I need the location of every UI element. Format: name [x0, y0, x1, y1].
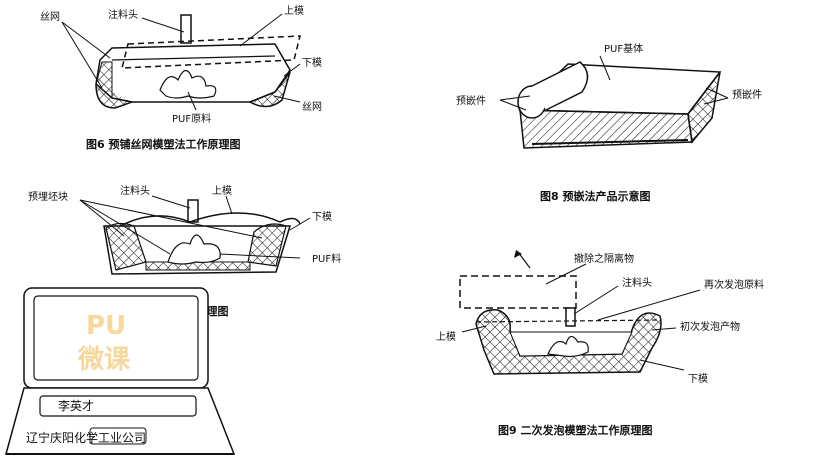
fig8-label-insert-right: 预嵌件	[732, 89, 762, 101]
fig9-label-second: 再次发泡原料	[704, 278, 764, 291]
fig7-label-nozzle: 注料头	[120, 184, 150, 197]
fig6-label-nozzle: 注料头	[108, 8, 138, 21]
fig7-label-material: PUF料	[312, 252, 341, 265]
fig9-caption: 图9 二次发泡模塑法工作原理图	[498, 423, 652, 437]
fig9-label-nozzle: 注料头	[622, 276, 652, 289]
fig8-caption: 图8 预嵌法产品示意图	[540, 189, 650, 203]
figure-9: 撤除之隔离物 注料头 再次发泡原料 上模 初次发泡产物 下模 图9 二次发泡模塑…	[436, 250, 764, 437]
fig9-material	[547, 335, 589, 358]
watermark-line1: PU	[86, 311, 126, 341]
fig6-label-mesh-left: 丝网	[40, 11, 60, 23]
fig9-label-removed: 撤除之隔离物	[574, 252, 634, 265]
fig6-nozzle	[180, 14, 192, 44]
fig7-nozzle	[187, 199, 199, 223]
fig9-label-upper: 上模	[436, 331, 456, 343]
fig9-label-first: 初次发泡产物	[680, 320, 740, 333]
fig9-label-lower: 下模	[688, 373, 708, 385]
fig7-label-blank: 预埋坯块	[28, 191, 68, 203]
figure-8: PUF基体 预嵌件 预嵌件 图8 预嵌法产品示意图	[456, 42, 762, 203]
company-name: 辽宁庆阳化学工业公司	[26, 430, 146, 445]
figure-6: 丝网 注料头 上模 下模 丝网 PUF原料 图6 预铺丝网模塑法工作原理图	[40, 5, 322, 151]
fig7-upper-mold	[109, 212, 301, 233]
fig6-label-upper: 上模	[284, 5, 304, 17]
fig6-material	[159, 69, 217, 99]
author-name: 李英才	[58, 398, 94, 413]
fig8-label-insert-left: 预嵌件	[456, 95, 486, 107]
fig7-label-lower: 下模	[312, 211, 332, 223]
fig6-label-lower: 下模	[302, 57, 322, 69]
fig6-label-material: PUF原料	[172, 112, 211, 125]
fig9-removed-spacer	[459, 275, 577, 309]
fig7-leaders	[79, 195, 311, 259]
fig8-product	[517, 61, 722, 149]
fig9-nozzle	[565, 307, 576, 327]
laptop-overlay: PU 微课 李英才 辽宁庆阳化学工业公司	[5, 287, 236, 455]
fig8-label-base: PUF基体	[604, 42, 643, 55]
fig9-leaders	[461, 263, 701, 371]
fig6-caption: 图6 预铺丝网模塑法工作原理图	[86, 137, 240, 151]
fig9-upper-mold	[475, 319, 661, 323]
fig7-lower-mold	[103, 222, 292, 275]
fig6-upper-mold	[121, 35, 301, 69]
watermark-line2: 微课	[77, 344, 131, 375]
fig6-label-mesh-right: 丝网	[302, 101, 322, 113]
fig8-leaders	[499, 55, 729, 111]
fig6-leaders	[61, 13, 301, 111]
fig7-material	[167, 234, 221, 265]
fig7-label-upper: 上模	[212, 185, 232, 197]
